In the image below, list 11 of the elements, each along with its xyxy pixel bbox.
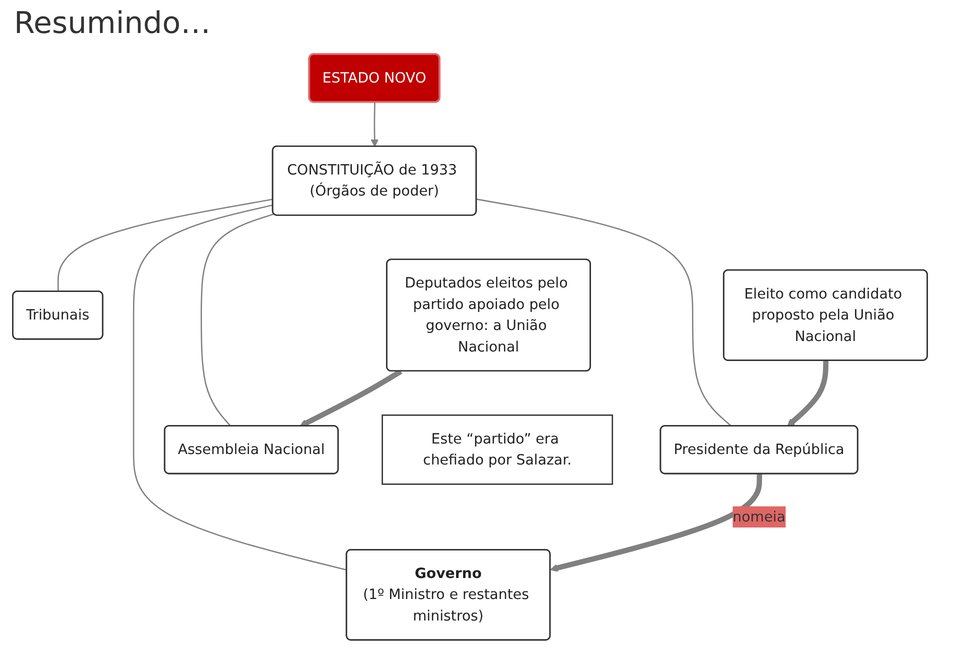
connector (200, 213, 274, 427)
arrow (370, 102, 379, 147)
arrow (787, 360, 828, 427)
connector (57, 198, 274, 292)
connector (476, 198, 732, 427)
arrow (300, 369, 402, 427)
arrow (550, 474, 762, 572)
edge-label: nomeia (732, 508, 786, 525)
connector (132, 204, 348, 571)
node-box: Este “partido” era chefiado por Salazar. (382, 414, 614, 485)
title: Resumindo… (13, 5, 212, 43)
